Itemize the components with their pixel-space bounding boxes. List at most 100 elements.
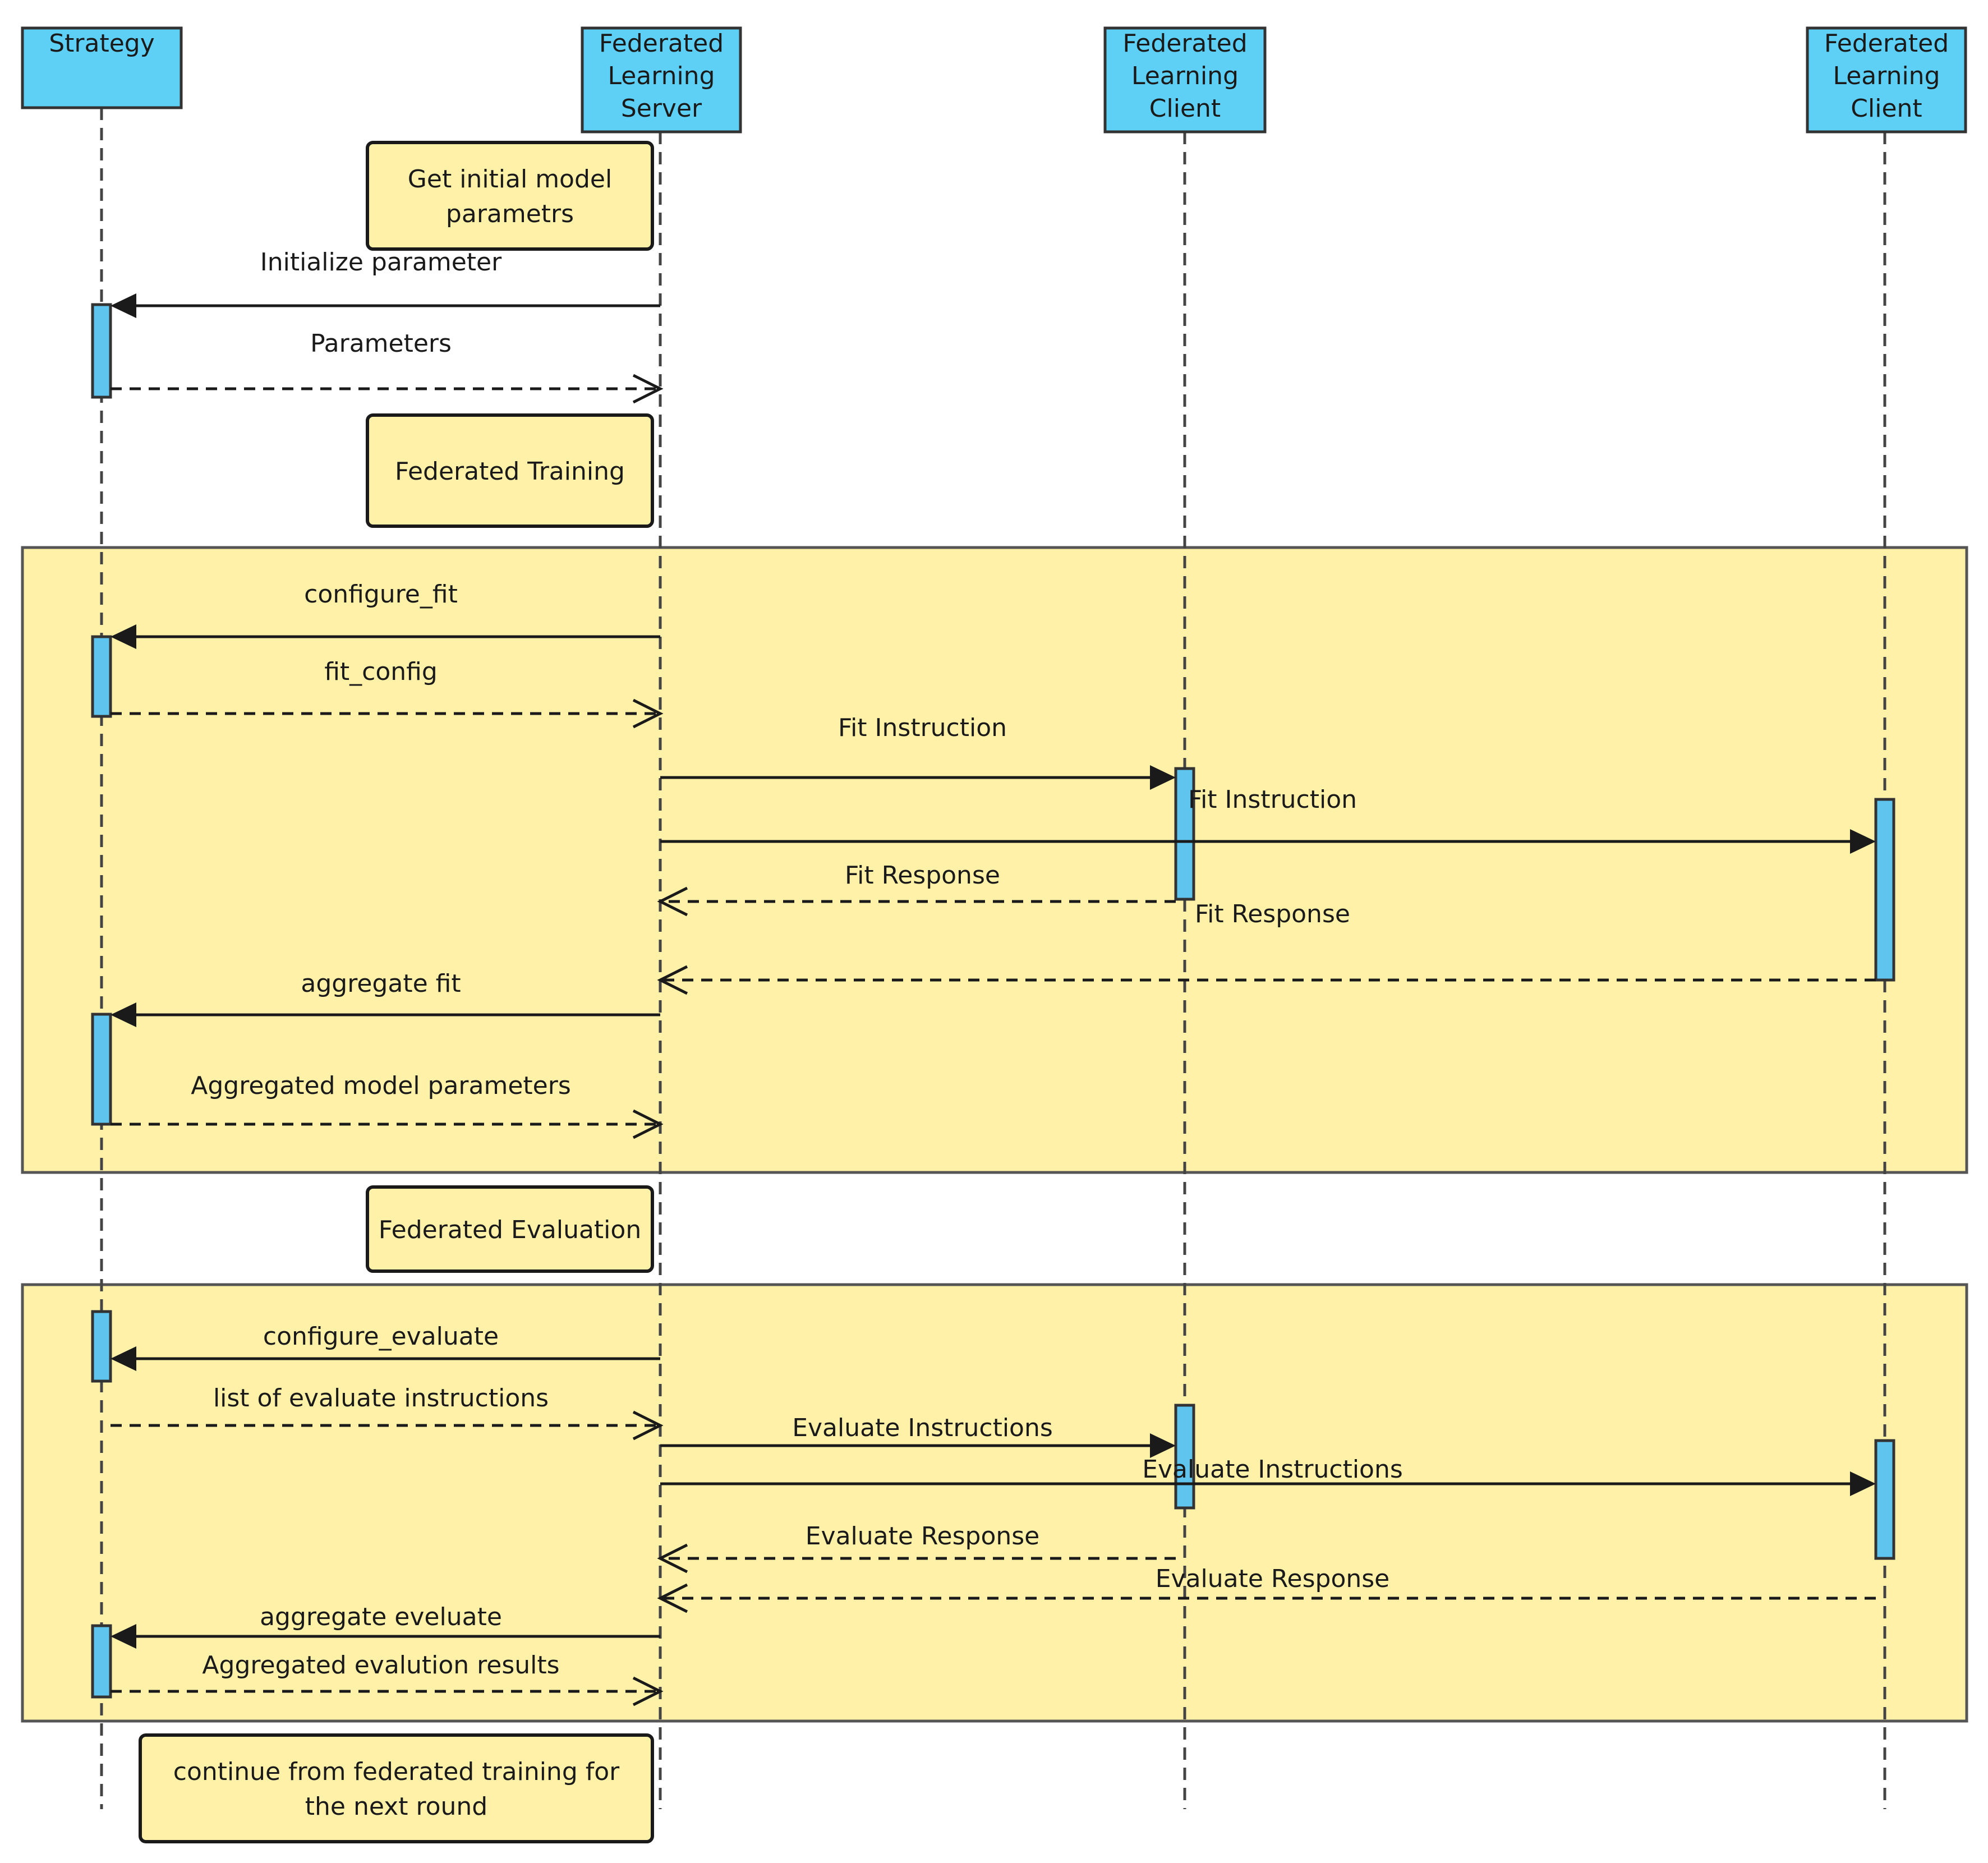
message-aggregated-results: Aggregated evalution results (111, 1651, 664, 1706)
message-configure-evaluate: configure_evaluate (111, 1322, 660, 1371)
message-evaluate-response-1: Evaluate Response (657, 1522, 1176, 1574)
message-label: Initialize parameter (260, 248, 502, 277)
message-label: Evaluate Instructions (1142, 1455, 1403, 1484)
training-note-box (366, 413, 654, 528)
message-fit-response-1: Fit Response (657, 861, 1176, 917)
client1-activation-bar (1174, 1404, 1195, 1510)
strategy-activation-bar (91, 1624, 112, 1699)
client1-actor-box (1103, 26, 1267, 134)
message-parameters: Parameters (111, 329, 664, 404)
strategy-activation-bar (91, 1013, 112, 1126)
message-label: Fit Instruction (1188, 785, 1357, 814)
client2-actor-box (1806, 26, 1967, 134)
continue-note-label: the next round (305, 1792, 487, 1821)
arrowhead-filled (1150, 765, 1176, 790)
arrowhead-open (632, 374, 664, 404)
message-label: Evaluate Instructions (792, 1414, 1053, 1442)
training-note: Federated Training (366, 413, 654, 528)
message-label: Fit Response (845, 861, 1000, 890)
message-label: Fit Response (1195, 900, 1350, 928)
arrowhead-open (632, 1676, 664, 1706)
message-label: Aggregated evalution results (202, 1651, 559, 1680)
message-evaluate-instructions-2: Evaluate Instructions (660, 1455, 1876, 1496)
client2-actor-label: Client (1851, 94, 1922, 123)
message-label: Evaluate Response (1156, 1565, 1390, 1593)
activations-layer (91, 303, 1895, 1699)
message-label: list of evaluate instructions (213, 1384, 549, 1413)
message-label: Evaluate Response (806, 1522, 1040, 1551)
arrowhead-open (632, 1410, 664, 1441)
client1-activation-bar (1174, 767, 1195, 901)
arrowhead-filled (1150, 1433, 1176, 1458)
arrowhead-open (657, 965, 688, 995)
continue-note: continue from federated training for the … (139, 1733, 654, 1843)
message-fit-instruction-1: Fit Instruction (660, 714, 1176, 790)
arrowhead-filled (111, 1002, 136, 1027)
arrowhead-filled (1850, 1471, 1876, 1496)
server-actor-box (581, 26, 742, 134)
arrowhead-open (632, 1109, 664, 1139)
message-label: aggregate eveluate (260, 1603, 502, 1631)
message-fit-config: fit_config (111, 657, 664, 729)
client1-actor-label: Client (1149, 94, 1221, 123)
init-note-label: parametrs (446, 200, 574, 228)
message-fit-response-2: Fit Response (657, 900, 1876, 995)
evaluation-note-box (366, 1185, 654, 1273)
message-evaluate-instructions-1: Evaluate Instructions (660, 1414, 1176, 1458)
server-actor-label: Server (621, 94, 702, 123)
client2-actor-label: Federated (1824, 29, 1949, 58)
client2-activation-bar (1874, 1439, 1895, 1560)
arrowhead-open (657, 1583, 688, 1613)
strategy-activation-bar (91, 1310, 112, 1383)
message-configure-fit: configure_fit (111, 580, 660, 649)
message-label: Fit Instruction (838, 714, 1007, 742)
training-note-label: Federated Training (395, 457, 625, 486)
message-label: Parameters (310, 329, 452, 358)
arrowhead-open (657, 886, 688, 917)
server-actor-label: Learning (608, 62, 715, 90)
message-aggregate-fit: aggregate fit (111, 969, 660, 1027)
evaluation-note: Federated Evaluation (366, 1185, 654, 1273)
message-fit-instruction-2: Fit Instruction (660, 785, 1876, 854)
client2-activation-bar (1874, 798, 1895, 982)
message-aggregate-evaluate: aggregate eveluate (111, 1603, 660, 1649)
strategy-actor: Strategy (21, 26, 183, 109)
continue-note-label: continue from federated training for (173, 1758, 620, 1786)
training-fragment (21, 546, 1968, 1174)
evaluation-note-label: Federated Evaluation (379, 1216, 641, 1244)
init-note: Get initial model parametrs (366, 141, 654, 251)
arrowhead-filled (111, 624, 136, 649)
arrowhead-filled (111, 293, 136, 318)
message-aggregated-params: Aggregated model parameters (111, 1071, 664, 1139)
message-label: fit_config (324, 657, 438, 686)
message-initialize: Initialize parameter (111, 248, 660, 318)
message-label: configure_fit (304, 580, 458, 609)
client1-actor-label: Federated (1122, 29, 1247, 58)
message-label: configure_evaluate (263, 1322, 499, 1351)
strategy-actor-box (21, 26, 183, 109)
message-evaluate-list: list of evaluate instructions (111, 1384, 664, 1441)
arrowhead-open (632, 698, 664, 729)
arrowhead-filled (1850, 829, 1876, 854)
strategy-activation-bar (91, 635, 112, 718)
message-label: Aggregated model parameters (191, 1071, 571, 1100)
continue-note-box (139, 1733, 654, 1843)
message-label: aggregate fit (301, 969, 461, 998)
strategy-activation-bar (91, 303, 112, 399)
arrowhead-open (657, 1543, 688, 1574)
strategy-actor-label: Strategy (49, 29, 155, 58)
server-actor-label: Federated (599, 29, 724, 58)
arrowhead-filled (111, 1624, 136, 1649)
client1-actor-label: Learning (1131, 62, 1239, 90)
init-note-box (366, 141, 654, 251)
init-note-label: Get initial model (408, 165, 612, 194)
client2-actor-label: Learning (1833, 62, 1940, 90)
message-evaluate-response-2: Evaluate Response (657, 1565, 1876, 1613)
